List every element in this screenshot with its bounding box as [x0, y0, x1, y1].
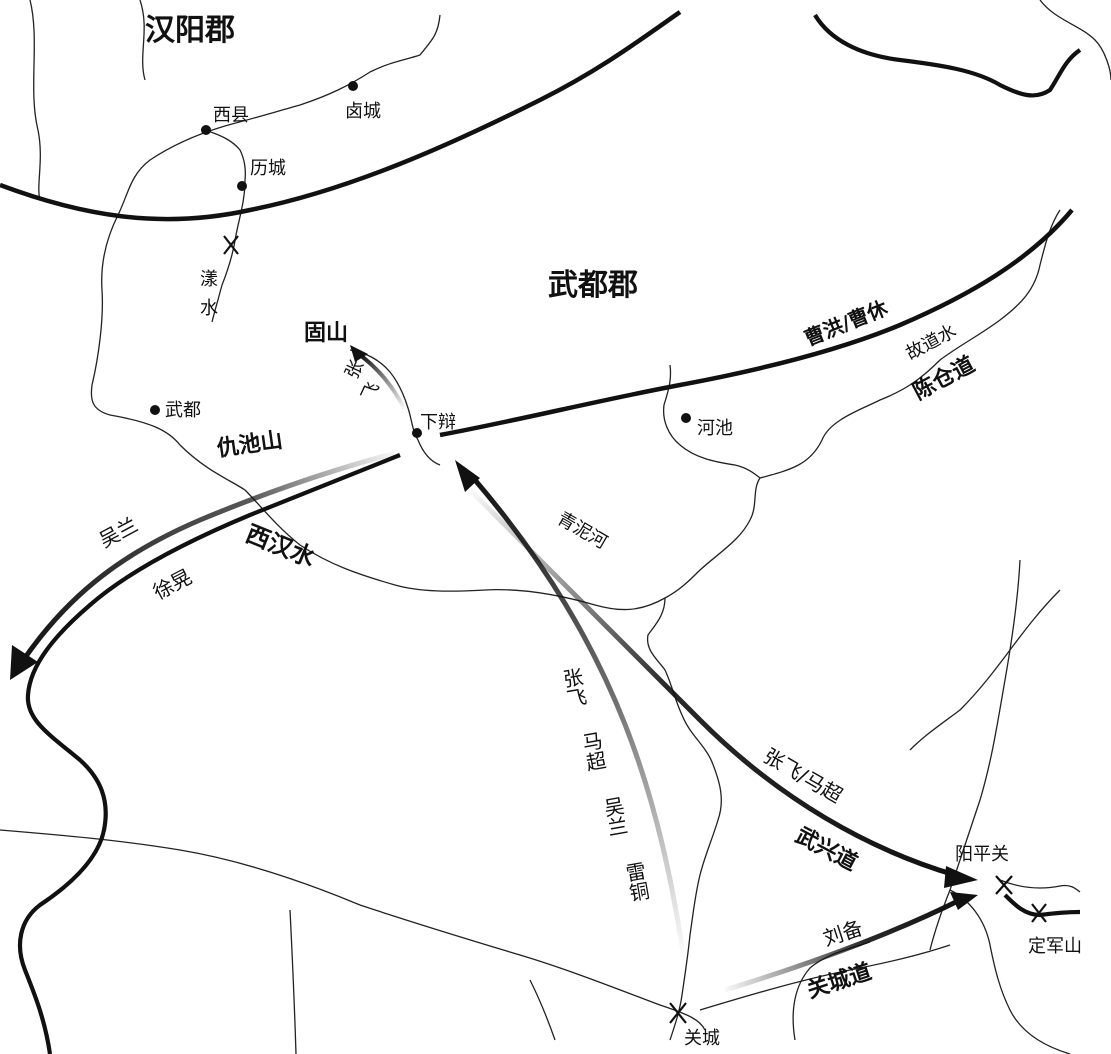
force-label-wulan: 吴兰: [95, 512, 142, 552]
force-label-fei: 飞: [357, 379, 384, 404]
river-line: [909, 589, 1061, 751]
mountain-label-qiuchishan: 仇池山: [215, 427, 284, 462]
force-label-col-machao: 马超: [578, 730, 609, 774]
river-line: [349, 349, 441, 466]
xihanshui-river: [17, 453, 401, 1054]
river-line: [139, 0, 146, 81]
force-label-col-wulan: 吴兰: [599, 795, 630, 839]
river-line: [29, 0, 41, 201]
city-label-guancheng: 关城: [684, 1028, 720, 1049]
battle-marker-yangshui: [223, 235, 239, 255]
river-dingjun: [1003, 893, 1081, 918]
river-line: [529, 979, 556, 1041]
river-line: [949, 889, 1071, 1054]
arrow-head-north: [455, 460, 480, 492]
city-label-hechi: 河池: [697, 418, 733, 439]
river-label-yang: 漾: [200, 269, 218, 290]
place-label-gushan: 固山: [304, 321, 348, 346]
road-label-guanchengdao: 关城道: [804, 959, 875, 1004]
arrow-liubei: [724, 897, 962, 993]
city-dot-wudu: [150, 405, 160, 415]
river-line: [1039, 0, 1111, 81]
boundary-wudu: [439, 208, 1074, 438]
battle-marker-guancheng: [669, 1002, 687, 1024]
city-label-xixian: 西县: [213, 105, 249, 126]
arrow-zhangfei-gushan: [358, 353, 407, 411]
battle-marker-dingjunshan: [1031, 903, 1047, 923]
force-label-col-leitong: 雷铜: [621, 860, 652, 904]
river-line: [662, 364, 761, 479]
major-rivers: [17, 13, 1082, 1054]
city-dot-xiabian: [412, 428, 422, 438]
city-dot-xixian: [201, 125, 211, 135]
force-label-col-zhangfei: 张飞: [558, 666, 589, 710]
force-arrows: [10, 345, 978, 993]
labels: 汉阳郡 武都郡 西县 卤城 历城 武都 下辩 河池 阳平关 关城 定军山 固山 …: [95, 13, 1082, 1049]
region-label-hanyang: 汉阳郡: [145, 13, 235, 48]
city-label-yangpingguan: 阳平关: [955, 844, 1009, 865]
river-line: [699, 944, 951, 1011]
force-column-labels: 张飞 马超 吴兰 雷铜: [558, 666, 652, 904]
city-label-licheng: 历城: [250, 158, 286, 179]
force-label-xuhuang: 徐晃: [149, 564, 196, 604]
river-line: [204, 129, 246, 181]
river-line: [289, 909, 297, 1054]
city-label-xiabian: 下辩: [420, 412, 456, 433]
city-label-dingjunshan: 定军山: [1028, 936, 1082, 957]
city-dots: [150, 81, 691, 438]
river-label-xihanshui: 西汉水: [242, 519, 321, 573]
arrow-head-east: [944, 866, 978, 888]
river-line: [999, 879, 1081, 893]
region-label-wudu: 武都郡: [548, 268, 638, 303]
arrow-head-zhangfei: [350, 345, 368, 362]
city-dot-lucheng: [348, 81, 358, 91]
arrow-head-liubei: [950, 892, 978, 910]
city-label-lucheng: 卤城: [345, 101, 381, 122]
force-label-zhangfei-machao: 张飞/马超: [760, 744, 847, 808]
river-topright: [813, 13, 1082, 98]
river-line: [646, 597, 722, 1041]
arrow-column: [473, 478, 688, 966]
boundary-hanyang: [0, 10, 682, 222]
city-label-wudu: 武都: [165, 400, 201, 421]
river-line: [0, 829, 706, 1031]
river-label-qingnihe: 青泥河: [554, 508, 611, 553]
river-label-shui: 水: [200, 298, 218, 319]
city-dot-licheng: [237, 181, 247, 191]
river-line: [211, 179, 246, 323]
river-line: [929, 559, 1021, 951]
battle-marker-yangpingguan: [995, 875, 1013, 895]
arrow-wulan: [17, 449, 401, 667]
river-label-gudaoshui: 故道水: [902, 321, 960, 365]
boundaries: [0, 10, 1074, 438]
arrow-head-wulan: [10, 645, 38, 680]
city-dot-hechi: [681, 413, 691, 423]
arrow-zhangfei-machao: [463, 483, 956, 878]
battle-markers: [223, 235, 1047, 1024]
